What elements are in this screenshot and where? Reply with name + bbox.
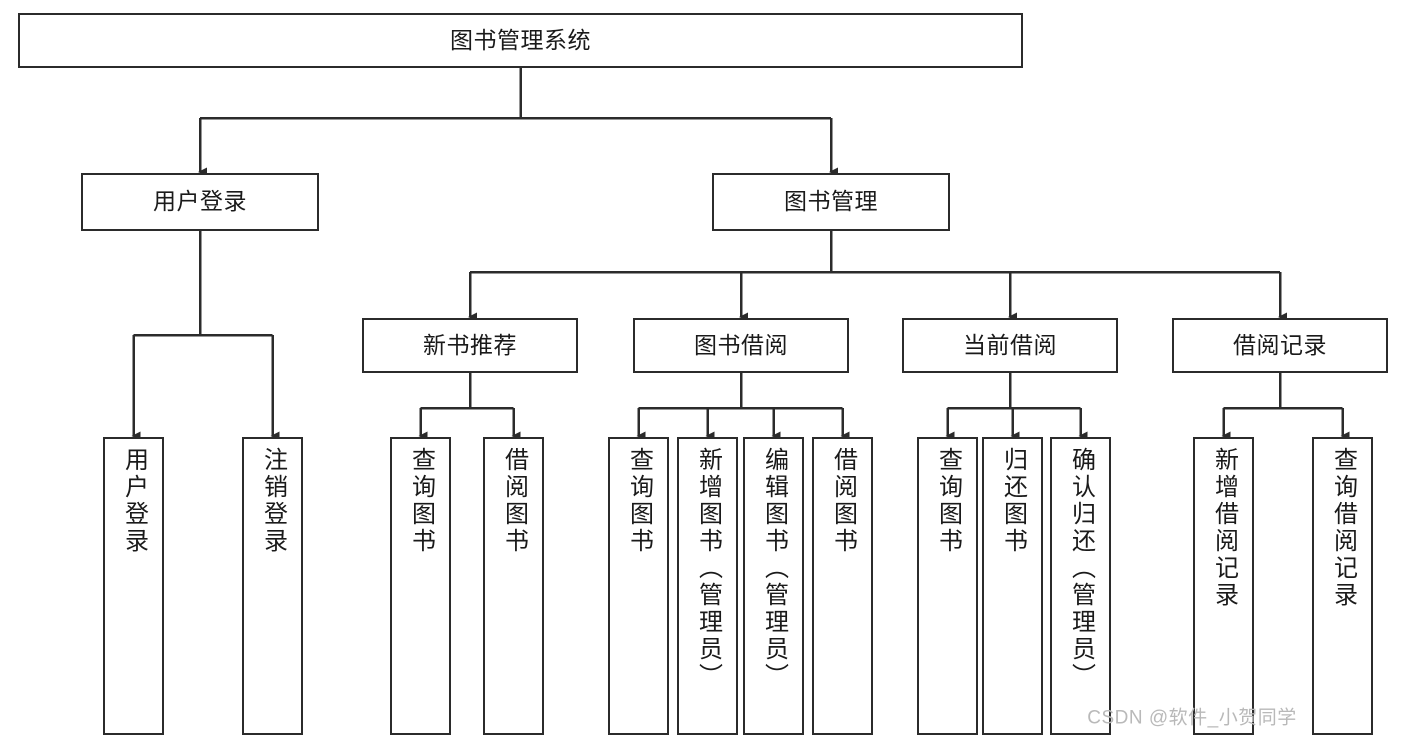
node-label: 借阅记录 (1233, 331, 1327, 358)
node-leaf-borrow-book-1[interactable]: 借阅图书 (483, 437, 544, 735)
node-leaf-edit-book[interactable]: 编辑图书（管理员） (743, 437, 804, 735)
node-leaf-confirm-return[interactable]: 确认归还（管理员） (1050, 437, 1111, 735)
node-leaf-query-book-2[interactable]: 查询图书 (608, 437, 669, 735)
node-new-book-rec[interactable]: 新书推荐 (362, 318, 578, 373)
node-root[interactable]: 图书管理系统 (18, 13, 1023, 68)
node-label: 查询图书 (625, 447, 653, 555)
node-leaf-query-book-1[interactable]: 查询图书 (390, 437, 451, 735)
node-leaf-query-record[interactable]: 查询借阅记录 (1312, 437, 1373, 735)
node-label: 借阅图书 (500, 447, 528, 555)
node-leaf-user-login[interactable]: 用户登录 (103, 437, 164, 735)
node-label: 图书管理 (784, 188, 878, 215)
node-book-borrow[interactable]: 图书借阅 (633, 318, 849, 373)
node-label: 用户登录 (153, 188, 247, 215)
node-current-borrow[interactable]: 当前借阅 (902, 318, 1118, 373)
node-label: 借阅图书 (829, 447, 857, 555)
node-label: 用户登录 (120, 447, 148, 555)
node-label: 编辑图书（管理员） (760, 447, 788, 690)
node-label: 查询图书 (407, 447, 435, 555)
node-label: 注销登录 (259, 447, 287, 555)
node-label: 查询借阅记录 (1329, 447, 1357, 609)
node-label: 新书推荐 (423, 331, 517, 358)
node-label: 新增借阅记录 (1210, 447, 1238, 609)
node-label: 当前借阅 (963, 331, 1057, 358)
edge-group (131, 68, 1350, 441)
node-label: 查询图书 (934, 447, 962, 555)
node-leaf-borrow-book-2[interactable]: 借阅图书 (812, 437, 873, 735)
node-leaf-query-book-3[interactable]: 查询图书 (917, 437, 978, 735)
node-user-login[interactable]: 用户登录 (81, 173, 319, 231)
node-label: 新增图书（管理员） (694, 447, 722, 690)
node-leaf-logout[interactable]: 注销登录 (242, 437, 303, 735)
node-leaf-add-record[interactable]: 新增借阅记录 (1193, 437, 1254, 735)
node-label: 图书借阅 (694, 331, 788, 358)
node-label: 图书管理系统 (450, 26, 591, 53)
node-book-manage[interactable]: 图书管理 (712, 173, 950, 231)
node-leaf-return-book[interactable]: 归还图书 (982, 437, 1043, 735)
node-label: 确认归还（管理员） (1067, 447, 1095, 690)
node-leaf-add-book[interactable]: 新增图书（管理员） (677, 437, 738, 735)
node-label: 归还图书 (999, 447, 1027, 555)
node-borrow-record[interactable]: 借阅记录 (1172, 318, 1388, 373)
